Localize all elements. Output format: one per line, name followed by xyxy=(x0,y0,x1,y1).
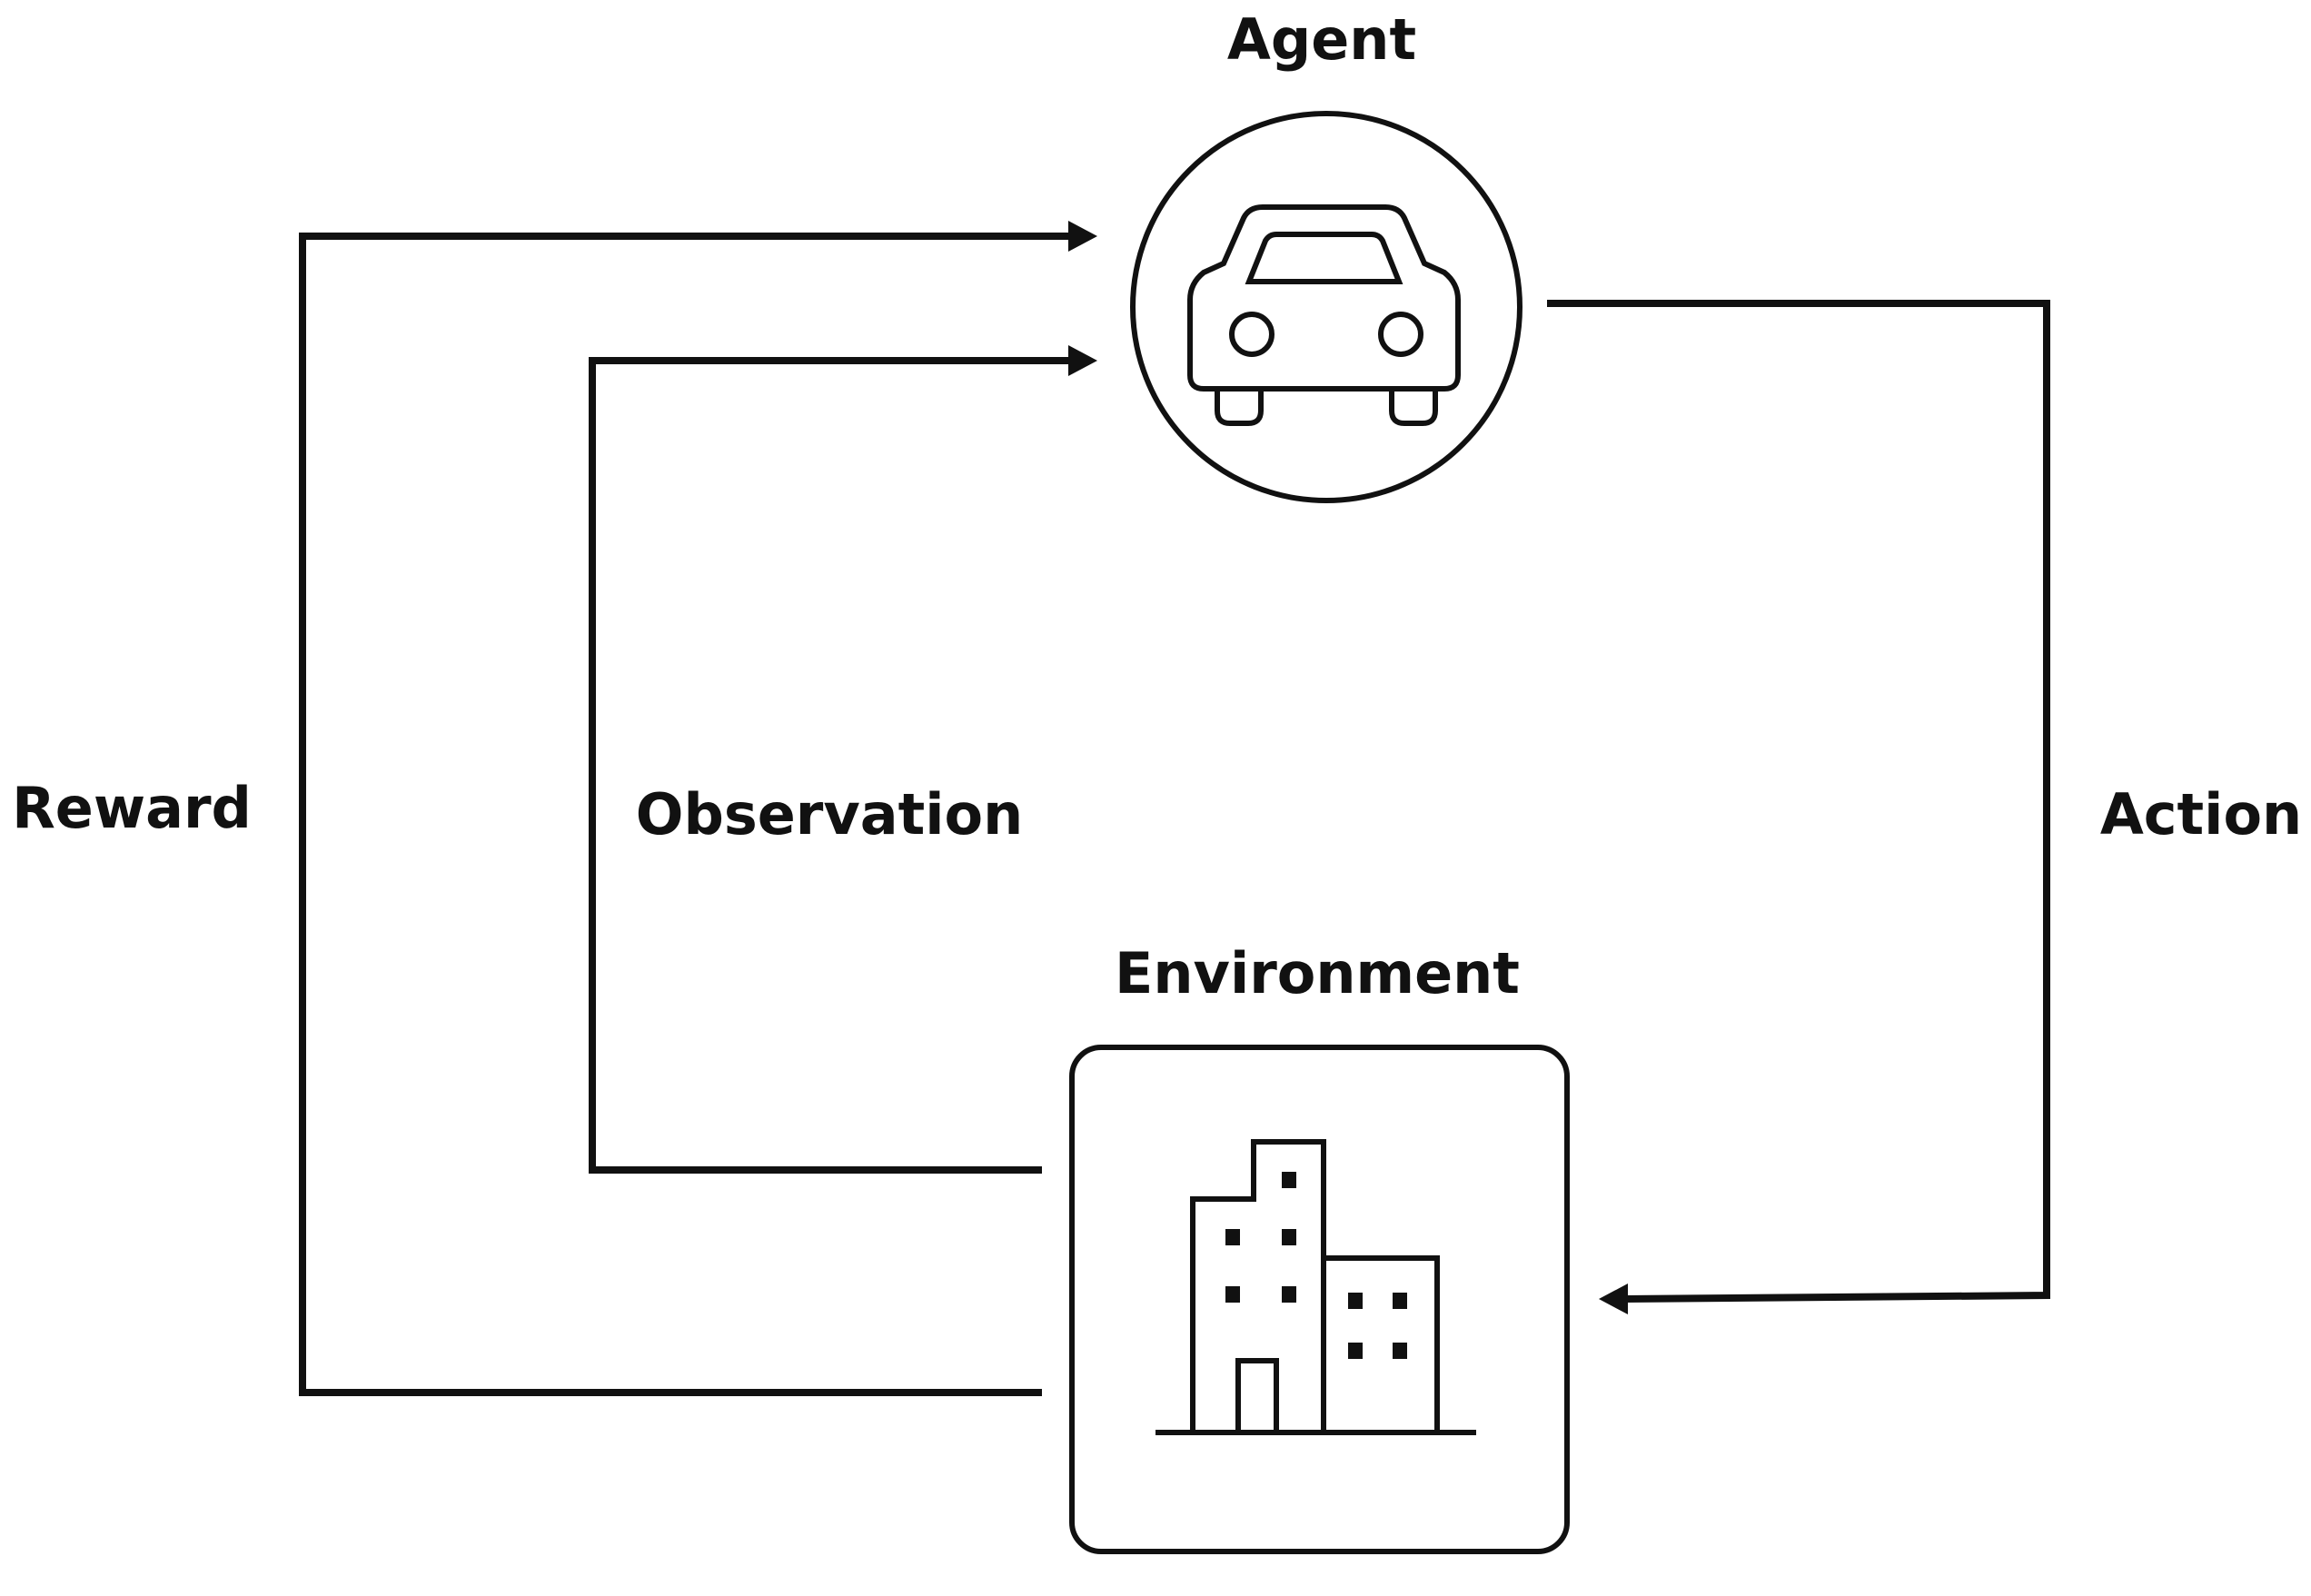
action-arrowhead xyxy=(1599,1284,1628,1314)
action-arrow xyxy=(1547,300,2050,1314)
observation-label: Observation xyxy=(636,781,1024,848)
observation-arrow xyxy=(589,345,1097,1174)
action-label: Action xyxy=(2100,781,2302,848)
environment-node xyxy=(1069,1045,1570,1554)
city-buildings-icon xyxy=(1156,1139,1476,1435)
reward-arrowhead xyxy=(1068,221,1097,252)
agent-label: Agent xyxy=(1227,6,1416,73)
reward-arrow xyxy=(299,221,1097,1396)
agent-node xyxy=(1130,111,1522,503)
car-icon xyxy=(1187,204,1461,426)
reward-label: Reward xyxy=(12,775,252,841)
observation-arrowhead xyxy=(1068,345,1097,376)
environment-label: Environment xyxy=(1115,940,1520,1006)
